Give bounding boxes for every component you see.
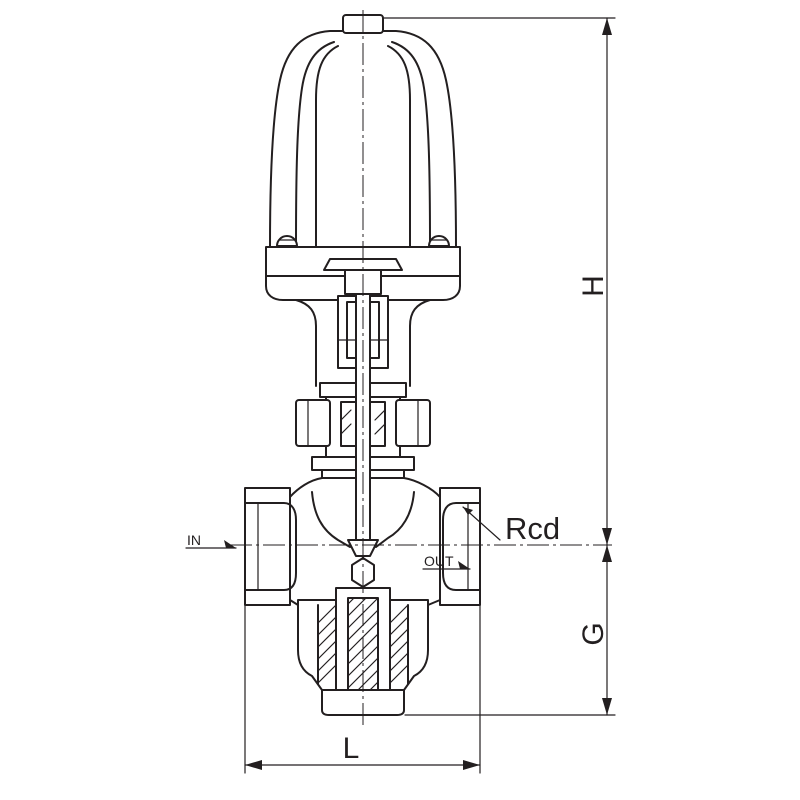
dimension-g-arrow-top	[602, 545, 612, 562]
outlet-bore	[442, 502, 481, 591]
hatch-line	[357, 669, 379, 691]
dimension-l: L	[244, 605, 481, 774]
packing-hatch	[340, 409, 352, 421]
dimension-l-label: L	[343, 732, 360, 765]
inlet-callout: IN	[185, 532, 237, 549]
hatch-line	[389, 628, 409, 648]
cover-rib-right-inner	[387, 45, 411, 247]
hatch-line	[389, 616, 409, 636]
cover-rib-left-inner	[315, 45, 339, 247]
yoke-right-wall	[409, 299, 431, 387]
dimension-l-arrow-left	[245, 760, 262, 770]
bonnet-nut-right	[395, 399, 431, 447]
outlet-port	[439, 487, 481, 606]
thread-leader-arrow	[463, 507, 473, 515]
hatch-line	[317, 652, 337, 672]
cover-bolt-left	[276, 235, 298, 247]
outlet-callout: OUT	[422, 553, 471, 570]
dimension-g-arrow-bottom	[602, 698, 612, 715]
yoke-left-wall	[295, 299, 317, 387]
packing-hatch	[374, 423, 386, 435]
hatch-line	[369, 681, 379, 691]
outlet-label: OUT	[424, 553, 454, 569]
bonnet-nut-left	[295, 399, 331, 447]
thread-label: Rcd	[505, 511, 560, 546]
cover-rib-left-outer	[295, 41, 335, 246]
dimension-g-label: G	[577, 622, 610, 645]
dimension-h-label: H	[577, 275, 610, 297]
hatch-line	[317, 664, 337, 684]
hatch-line	[317, 604, 337, 624]
body-partition-left	[311, 491, 351, 548]
dimension-h-arrow-top	[602, 18, 612, 35]
hatch-line	[389, 640, 409, 660]
actuator	[265, 14, 461, 301]
hatch-line	[347, 597, 355, 605]
hatch-line	[347, 597, 367, 617]
inlet-bore	[244, 502, 297, 591]
body-partition-right	[375, 491, 415, 548]
hatch-line	[347, 645, 379, 677]
hatch-line	[317, 616, 337, 636]
hatch-line	[389, 652, 409, 672]
cover-bolt-right	[428, 235, 450, 247]
inlet-arrow-head	[224, 540, 236, 548]
dimension-g: G	[404, 544, 616, 716]
dimension-l-arrow-right	[463, 760, 480, 770]
inlet-port	[244, 487, 291, 606]
hatch-line	[317, 640, 337, 660]
hatch-line	[317, 628, 337, 648]
bottom-cap	[321, 689, 405, 716]
dimension-h-arrow-bottom	[602, 528, 612, 545]
outlet-arrow-head	[458, 561, 470, 569]
hatch-line	[389, 604, 409, 624]
thread-callout: Rcd	[462, 506, 560, 546]
packing-hatch	[374, 409, 386, 421]
packing-hatch	[340, 423, 352, 435]
inlet-label: IN	[187, 532, 201, 548]
dimension-h: H	[383, 17, 616, 546]
cover-rib-right-outer	[391, 41, 431, 246]
hatch-line	[389, 664, 409, 684]
